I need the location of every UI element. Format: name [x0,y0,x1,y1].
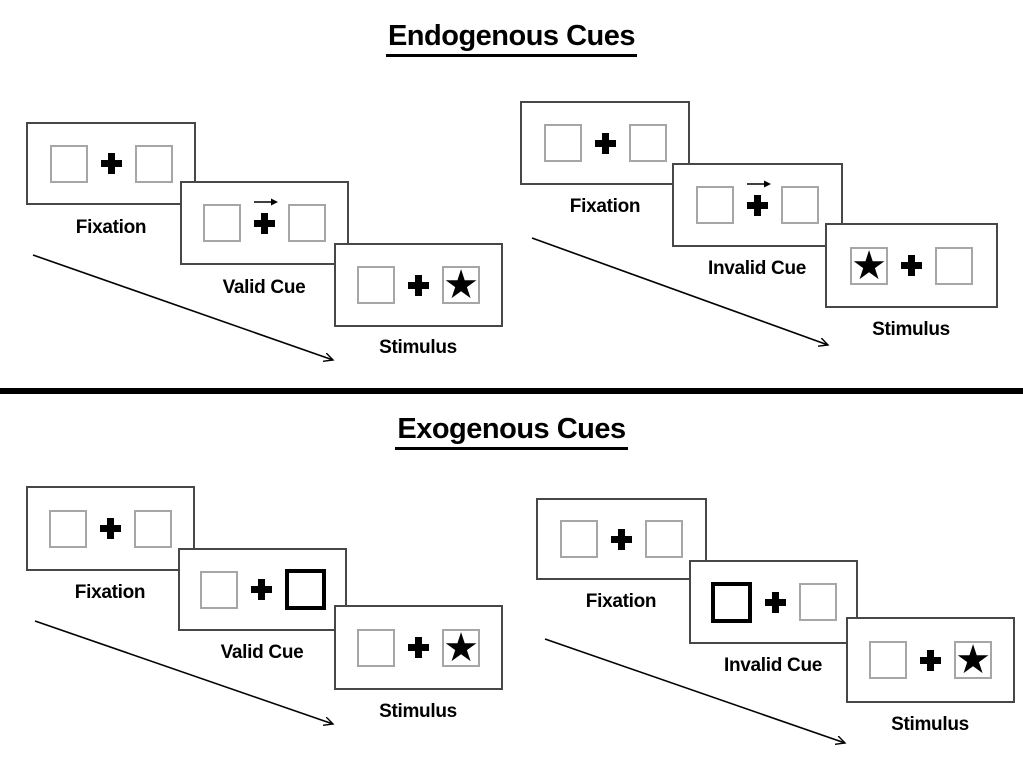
panel-label: Stimulus [891,714,969,735]
placeholder-box [199,570,238,609]
fixation-cross-icon [254,198,278,234]
placeholder-box [357,628,395,667]
placeholder-box [628,124,667,162]
placeholder-box [696,186,734,224]
placeholder-box [203,204,241,242]
placeholder-box [49,509,87,548]
panel-valid-cue [180,181,349,265]
section-title-text: Exogenous Cues [395,413,628,450]
panel-stimulus: ★ [846,617,1015,703]
section-title-text: Endogenous Cues [385,20,638,57]
star-icon: ★ [443,262,479,308]
fixation-cross-icon [408,274,429,296]
panel-invalid-cue [672,163,843,247]
placeholder-box [798,583,837,621]
fixation-cross-icon [100,518,121,539]
placeholder-box [781,186,819,224]
panel-label: Fixation [585,591,657,612]
timeline-arrow [34,620,343,733]
stimulus-star-box: ★ [442,262,480,308]
panel-label: Valid Cue [222,277,306,298]
panel-fixation [520,101,690,185]
star-icon: ★ [955,637,991,683]
panel-label: Fixation [569,196,641,217]
fixation-cross-icon [920,649,941,671]
fixation-cross-icon [250,579,272,600]
panel-label: Invalid Cue [723,655,823,676]
placeholder-box [560,520,598,558]
stimulus-star-box: ★ [954,637,992,683]
timeline-arrow [531,237,838,354]
fixation-cross-icon [901,255,922,276]
panel-label: Fixation [75,217,147,238]
panel-fixation [26,486,195,571]
placeholder-box [543,124,582,162]
cue-box-highlighted [284,569,326,610]
cue-arrow-right-icon [747,180,771,187]
stimulus-star-box: ★ [442,624,480,671]
panel-invalid-cue [689,560,858,644]
panel-label: Stimulus [379,701,457,722]
section-divider [0,388,1023,394]
panel-stimulus: ★ [334,243,503,327]
panel-label: Stimulus [379,337,457,358]
panel-fixation [26,122,196,205]
panel-stimulus: ★ [334,605,503,690]
panel-label: Stimulus [872,319,950,340]
fixation-cross-icon [764,591,786,613]
fixation-cross-icon [100,153,122,174]
fixation-cross-icon [611,528,632,550]
placeholder-box [49,144,88,183]
fixation-cross-icon [594,132,616,154]
panel-label: Fixation [74,582,146,603]
timeline-arrow [32,254,345,369]
placeholder-box [134,509,172,548]
placeholder-box [645,520,683,558]
panel-fixation [536,498,707,580]
section-title-exogenous: Exogenous Cues [0,413,1023,450]
cue-box-highlighted [710,581,752,623]
star-icon: ★ [443,624,479,671]
fixation-cross-icon [747,180,771,216]
section-title-endogenous: Endogenous Cues [0,20,1023,57]
panel-label: Valid Cue [220,642,304,663]
star-icon: ★ [851,242,887,289]
placeholder-box [134,144,173,183]
placeholder-box [288,204,326,242]
timeline-arrow [544,638,855,752]
fixation-cross-icon [408,637,429,658]
placeholder-box [869,641,907,679]
stimulus-star-box: ★ [850,242,888,289]
placeholder-box [935,246,973,285]
panel-label: Invalid Cue [707,258,807,279]
placeholder-box [357,266,395,304]
panel-stimulus: ★ [825,223,998,308]
panel-valid-cue [178,548,347,631]
cue-arrow-right-icon [254,198,278,205]
